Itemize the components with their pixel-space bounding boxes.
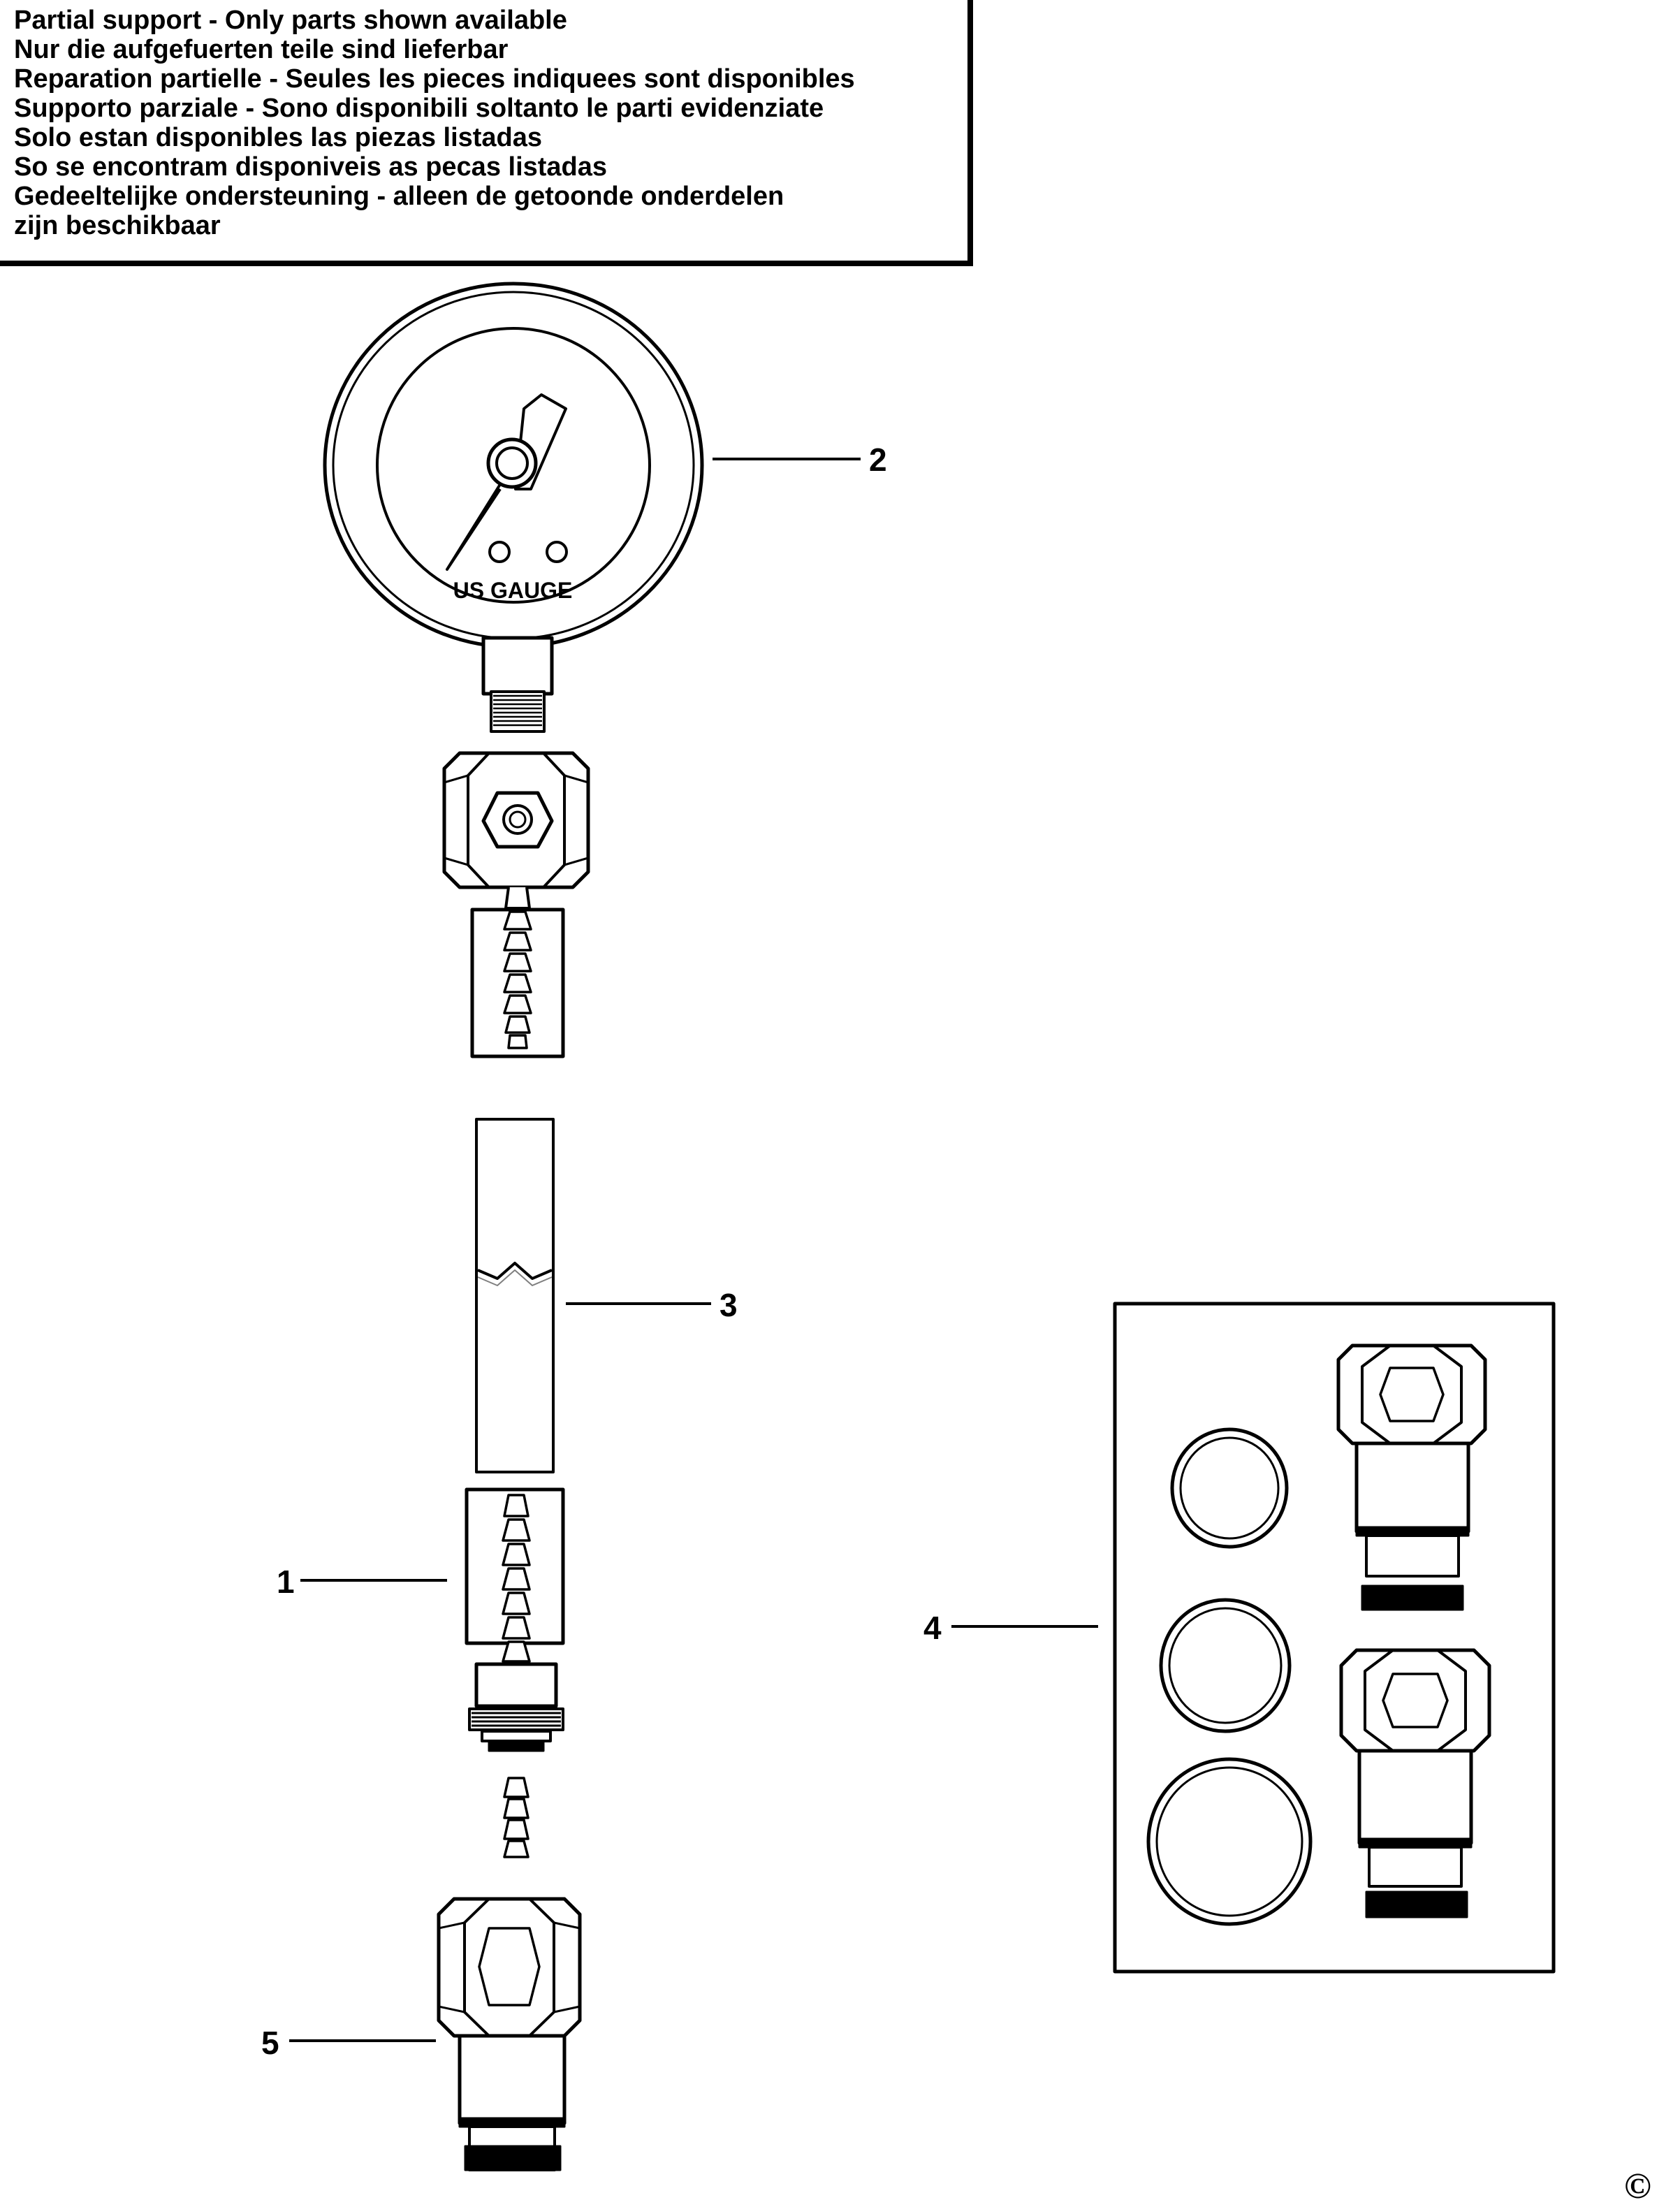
notice-line-spanish: Solo estan disponibles las piezas listad… <box>14 123 543 152</box>
upper-hose-sleeve <box>470 908 565 1058</box>
o-ring-small <box>1170 1427 1289 1549</box>
hose <box>475 1118 555 1473</box>
pressure-gauge: US GAUGE <box>323 282 704 733</box>
copyright-symbol: © <box>1624 2166 1651 2206</box>
notice-line-english: Partial support - Only parts shown avail… <box>14 6 567 35</box>
gauge-thread <box>490 690 546 733</box>
callout-4: 4 <box>923 1610 942 1646</box>
o-ring-medium <box>1159 1598 1292 1733</box>
notice-line-portuguese: So se encontram disponiveis as pecas lis… <box>14 152 608 182</box>
o-ring-large <box>1146 1757 1313 1926</box>
notice-line-german: Nur die aufgefuerten teile sind lieferba… <box>14 35 509 64</box>
notice-line-italian: Supporto parziale - Sono disponibili sol… <box>14 94 824 123</box>
callout-3: 3 <box>720 1287 738 1323</box>
callout-2: 2 <box>869 442 887 478</box>
repair-kit-box <box>1113 1302 1556 1974</box>
hose-barb <box>503 1777 529 1858</box>
gauge-label: US GAUGE <box>453 578 573 603</box>
lower-hose-fitting <box>465 1487 565 1752</box>
kit-coupler-upper <box>1336 1343 1487 1611</box>
availability-notice: Partial support - Only parts shown avail… <box>0 0 973 266</box>
notice-line-dutch-cont: zijn beschikbaar <box>14 211 221 240</box>
kit-coupler-lower <box>1339 1648 1491 1918</box>
upper-hex-nut <box>442 751 590 910</box>
leader-lines <box>289 458 1098 2042</box>
quick-coupler <box>437 1897 582 2171</box>
notice-line-dutch: Gedeeltelijke ondersteuning - alleen de … <box>14 182 784 211</box>
callout-5: 5 <box>261 2025 279 2061</box>
callout-1: 1 <box>277 1564 295 1600</box>
notice-line-french: Reparation partielle - Seules les pieces… <box>14 64 855 94</box>
